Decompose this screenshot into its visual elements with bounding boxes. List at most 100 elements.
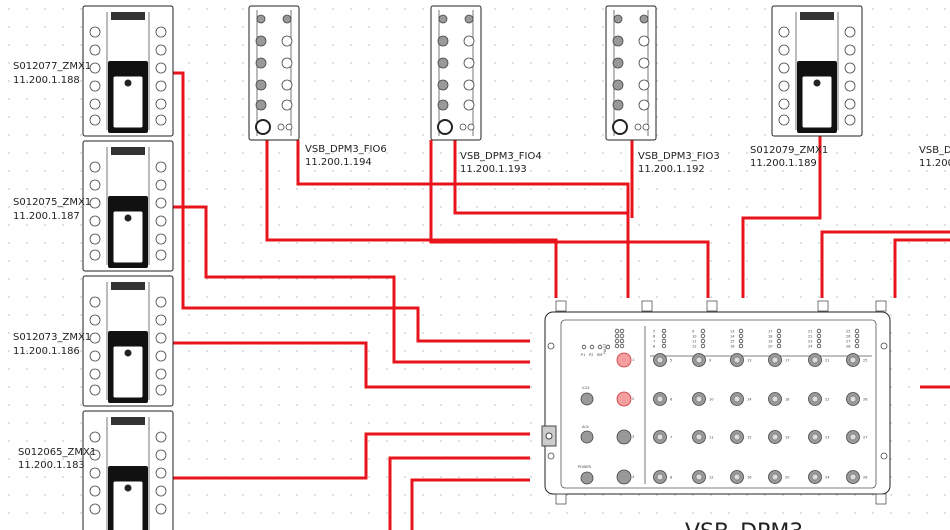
grid-port-number: 5 bbox=[670, 359, 672, 363]
fio-port bbox=[463, 35, 475, 47]
grid-port-inner bbox=[733, 395, 741, 403]
port-led bbox=[816, 343, 822, 349]
zmx-port bbox=[155, 26, 167, 38]
fio-port bbox=[255, 99, 267, 111]
zmx-port bbox=[89, 314, 101, 326]
fio-port bbox=[463, 57, 475, 69]
fio-port bbox=[285, 123, 293, 131]
zmx-port bbox=[778, 44, 790, 56]
status-led bbox=[619, 328, 625, 334]
port-led bbox=[738, 333, 744, 339]
zmx-port bbox=[155, 80, 167, 92]
zmx-port bbox=[89, 467, 101, 479]
zmx-terminal bbox=[111, 282, 145, 290]
grid-port-inner bbox=[733, 433, 741, 441]
port-label: ACk bbox=[582, 425, 590, 429]
port-led bbox=[854, 338, 860, 344]
switch-port[interactable] bbox=[616, 429, 632, 445]
switch-port-red[interactable] bbox=[616, 391, 632, 407]
zmx-module[interactable]: S012079_ZMX1 11.200.1.189 bbox=[750, 5, 863, 169]
led-number: 28 bbox=[846, 344, 850, 348]
zmx-ip: 11.200.1.188 bbox=[13, 75, 80, 86]
zmx-port bbox=[844, 26, 856, 38]
cut-module-ip: 11.200. bbox=[919, 158, 950, 169]
fio-port bbox=[612, 99, 624, 111]
power-port[interactable] bbox=[580, 471, 594, 485]
led-number: 25 bbox=[846, 329, 850, 333]
fio-port bbox=[255, 79, 267, 91]
switch-port[interactable] bbox=[616, 469, 632, 485]
zmx-port bbox=[89, 26, 101, 38]
zmx-port bbox=[89, 197, 101, 209]
wire-bottom-2 bbox=[410, 478, 530, 530]
zmx-logo-icon bbox=[124, 79, 132, 87]
zmx-logo-icon bbox=[813, 79, 821, 87]
zmx-port bbox=[844, 98, 856, 110]
zmx-port bbox=[89, 431, 101, 443]
zmx-module[interactable]: S012073_ZMX1 11.200.1.186 bbox=[13, 275, 174, 407]
grid-port-number: 15 bbox=[747, 436, 751, 440]
zmx-port bbox=[155, 332, 167, 344]
fio-port bbox=[464, 14, 474, 24]
fio-port bbox=[463, 79, 475, 91]
fio-port bbox=[638, 35, 650, 47]
port-grid: 5678910111213141516171819202122232425262… bbox=[653, 353, 867, 484]
led-number: 7 bbox=[653, 339, 655, 343]
fio-port bbox=[438, 14, 448, 24]
grid-port-number: 10 bbox=[709, 398, 713, 402]
zmx-port bbox=[778, 26, 790, 38]
zmx-port bbox=[89, 215, 101, 227]
zmx-port bbox=[778, 80, 790, 92]
port-led bbox=[776, 333, 782, 339]
grid-port-number: 18 bbox=[785, 398, 789, 402]
grid-port-number: 21 bbox=[825, 359, 829, 363]
zmx-port bbox=[155, 62, 167, 74]
fio-port bbox=[255, 35, 267, 47]
fio-body bbox=[248, 5, 300, 141]
status-led bbox=[605, 344, 611, 350]
status-label: P1 bbox=[581, 353, 585, 357]
zmx-module[interactable]: S012075_ZMX1 11.200.1.187 bbox=[13, 140, 174, 272]
zmx-name: S012079_ZMX1 bbox=[750, 145, 828, 156]
fio-port bbox=[639, 14, 649, 24]
fio-port bbox=[255, 57, 267, 69]
led-number: 26 bbox=[846, 334, 850, 338]
fio-module[interactable]: VSB_DPM3_FIO4 11.200.1.193 bbox=[430, 5, 542, 175]
wire-zmx3 bbox=[173, 341, 530, 389]
fio-port bbox=[638, 57, 650, 69]
switch-name: VSB_DPM3 bbox=[685, 520, 803, 530]
switch-port-red[interactable] bbox=[616, 352, 632, 368]
status-led bbox=[619, 343, 625, 349]
port-number: 4 bbox=[632, 475, 635, 479]
led-number: 24 bbox=[808, 344, 813, 348]
fio-port bbox=[256, 14, 266, 24]
zmx-port bbox=[155, 503, 167, 515]
grid-port-inner bbox=[695, 356, 703, 364]
grid-port-inner bbox=[811, 473, 819, 481]
fio-port bbox=[634, 123, 642, 131]
grid-port-number: 22 bbox=[825, 398, 829, 402]
led-number: 12 bbox=[692, 344, 696, 348]
zmx-module[interactable]: S012077_ZMX1 11.200.1.188 bbox=[13, 5, 174, 137]
zmx-port bbox=[89, 161, 101, 173]
grid-port-inner bbox=[849, 395, 857, 403]
port-led bbox=[738, 343, 744, 349]
zmx-port bbox=[155, 314, 167, 326]
port-led bbox=[661, 333, 667, 339]
v24-port[interactable] bbox=[580, 392, 594, 406]
fio-module[interactable]: VSB_DPM3_FIO6 11.200.1.194 bbox=[248, 5, 387, 168]
fio-port bbox=[638, 79, 650, 91]
zmx-module[interactable]: S012065_ZMX1 11.200.1.183 bbox=[18, 410, 174, 530]
fio-module[interactable]: VSB_DPM3_FIO3 11.200.1.192 bbox=[605, 5, 720, 175]
switch-device[interactable]: P1 P2 RM FAULT 1 2 3 4 V.24 ACk POWER 56… bbox=[541, 300, 891, 530]
fio-port bbox=[459, 123, 467, 131]
ack-port[interactable] bbox=[580, 430, 594, 444]
zmx-port bbox=[89, 449, 101, 461]
zmx-port bbox=[155, 161, 167, 173]
port-led bbox=[854, 343, 860, 349]
grid-port-number: 11 bbox=[709, 436, 713, 440]
grid-port-inner bbox=[695, 433, 703, 441]
mounting-tab bbox=[555, 493, 567, 505]
zmx-port bbox=[89, 62, 101, 74]
zmx-ip: 11.200.1.187 bbox=[13, 211, 80, 222]
